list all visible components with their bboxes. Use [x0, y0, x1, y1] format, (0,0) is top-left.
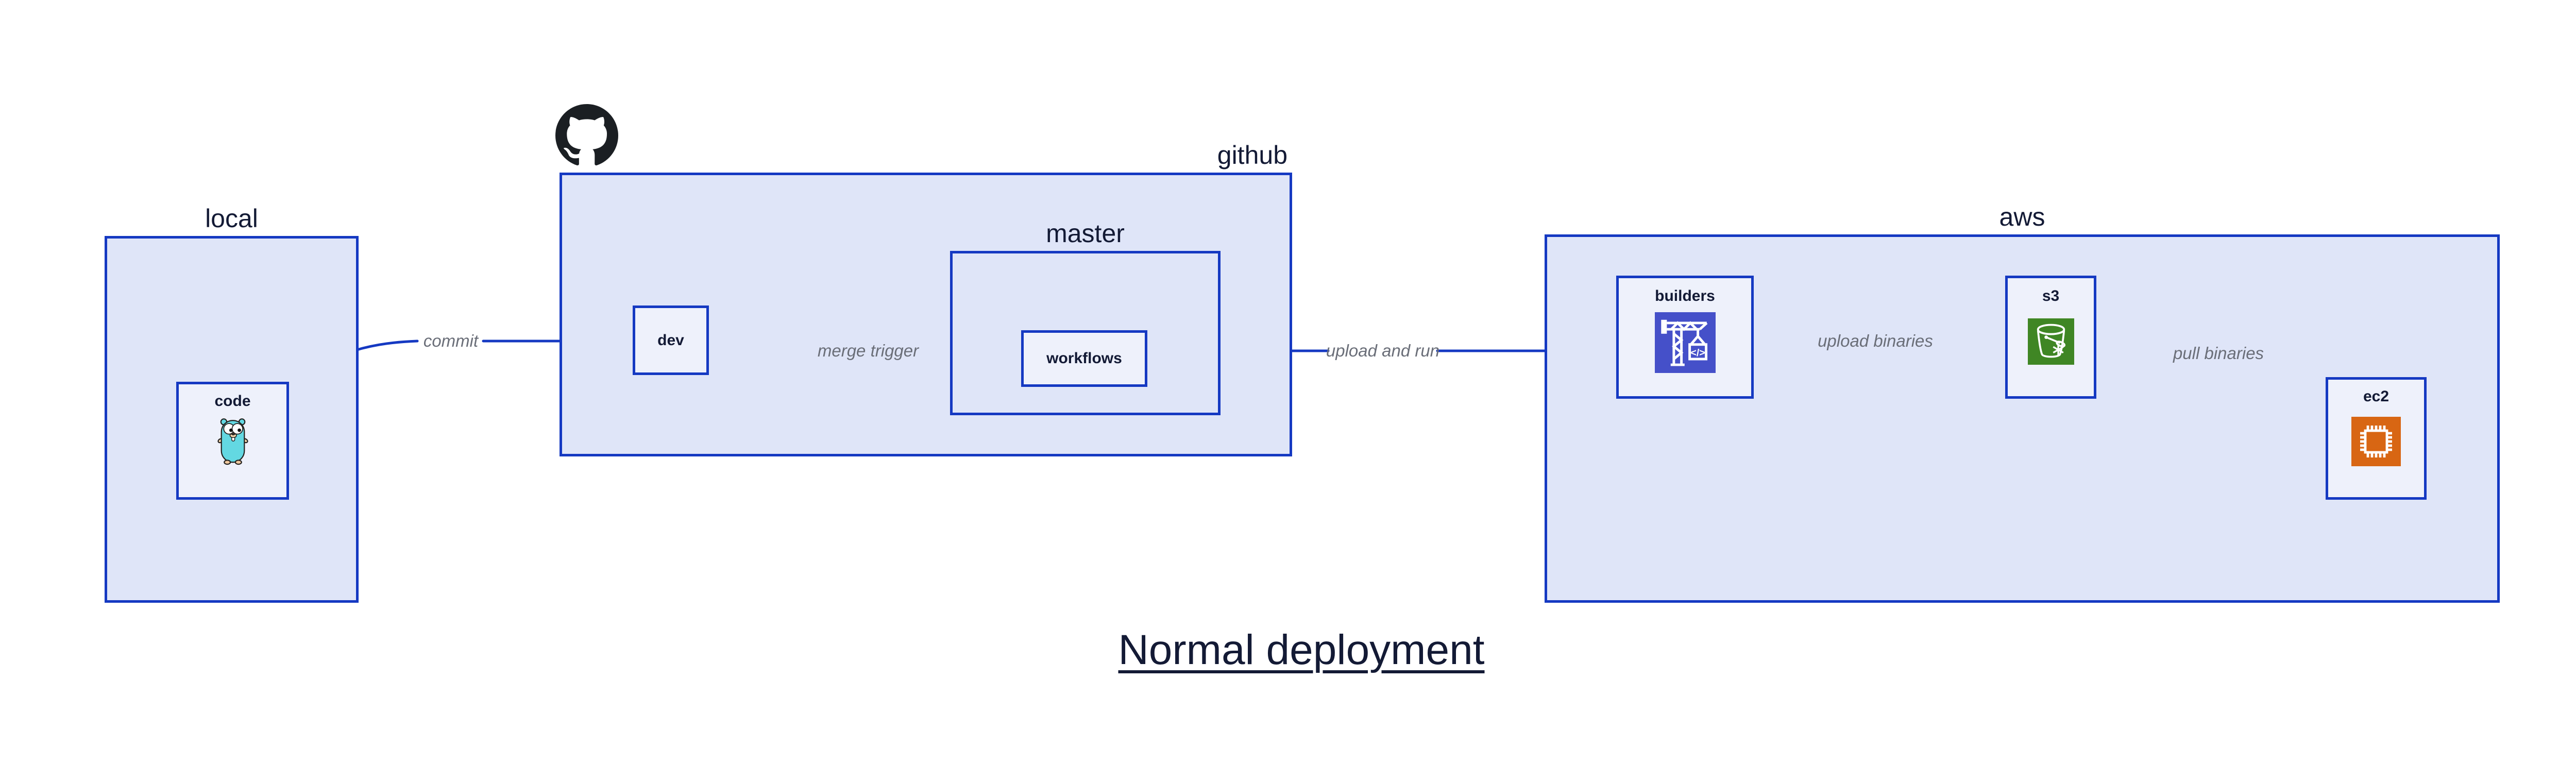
node-builders-label: builders: [1655, 287, 1715, 304]
node-ec2-label: ec2: [2363, 388, 2389, 405]
node-s3: s3: [2005, 276, 2096, 399]
node-s3-label: s3: [2042, 287, 2060, 304]
node-workflows: workflows: [1021, 330, 1147, 387]
edge-label-upload-binaries: upload binaries: [1818, 331, 1933, 350]
svg-text:</>: </>: [1690, 347, 1705, 359]
go-gopher-icon: [217, 418, 248, 465]
edge-label-pull-binaries: pull binaries: [2173, 344, 2264, 363]
node-code-label: code: [214, 393, 251, 410]
container-github-label: github: [1217, 141, 1287, 169]
codebuild-crane-icon: </>: [1654, 312, 1716, 373]
edge-label-commit: commit: [423, 331, 479, 350]
node-ec2: ec2: [2326, 377, 2427, 500]
node-builders: builders </>: [1616, 276, 1754, 399]
s3-bucket-icon: [2027, 318, 2074, 365]
container-master-label: master: [1046, 219, 1125, 248]
ec2-chip-icon: [2351, 417, 2401, 466]
container-local-label: local: [205, 204, 258, 233]
node-code: code: [176, 382, 289, 500]
edge-label-upload-and-run: upload and run: [1326, 341, 1440, 360]
diagram-title: Normal deployment: [1118, 626, 1485, 673]
node-dev: dev: [633, 305, 709, 375]
node-dev-label: dev: [657, 331, 684, 349]
edge-label-merge-trigger: merge trigger: [817, 341, 919, 360]
octocat-icon: [555, 104, 618, 165]
node-workflows-label: workflows: [1046, 350, 1122, 367]
container-aws-label: aws: [1999, 202, 2045, 231]
